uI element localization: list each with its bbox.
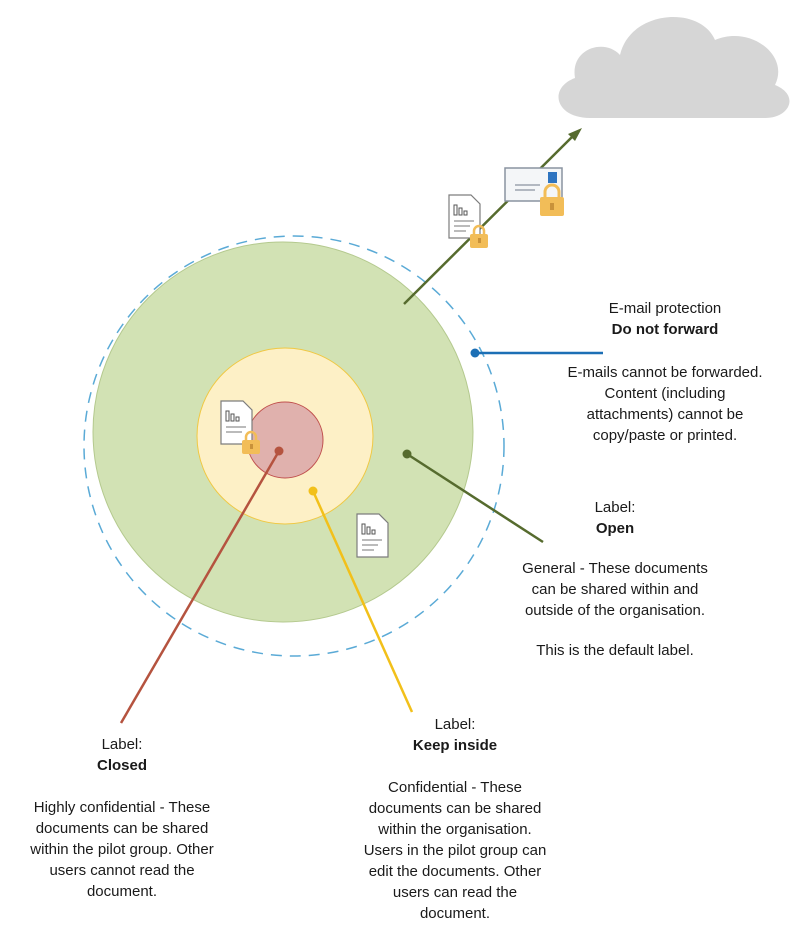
keep-inside-description-line: within the organisation. (378, 821, 532, 838)
keep-inside-description-line: users can read the (392, 884, 518, 901)
protected-document-icon (448, 194, 488, 248)
email-connector (470, 348, 603, 358)
keep-inside-description-line: document. (419, 905, 491, 922)
open-connector (402, 449, 544, 544)
keep-inside-label-prefix: Label: (434, 716, 476, 733)
closed-zone (246, 401, 324, 479)
open-document-icon (356, 513, 389, 558)
lock-icon (470, 224, 488, 248)
cloud-icon (558, 17, 790, 118)
email-protection-boundary (83, 235, 505, 657)
keep-inside-label-name: Keep inside (412, 737, 498, 754)
lock-icon (540, 183, 564, 216)
email-description-line: copy/paste or printed. (592, 427, 738, 444)
open-label-callout: Label: Open General - These documents ca… (495, 497, 735, 661)
email-description-line: E-mails cannot be forwarded. (567, 364, 763, 381)
open-description-line: can be shared within and (531, 581, 699, 598)
closed-description-line: within the pilot group. Other (30, 841, 214, 858)
closed-description-line: Highly confidential - These (33, 799, 211, 816)
keep-inside-label-callout: Label: Keep inside Confidential - These … (335, 714, 575, 924)
email-protection-callout: E-mail protection Do not forward E-mails… (540, 298, 790, 446)
outbound-arrow (403, 128, 582, 305)
open-default-note: This is the default label. (536, 642, 694, 659)
protected-email-icon (504, 167, 564, 216)
closed-label-callout: Label: Closed Highly confidential - Thes… (2, 734, 242, 902)
email-description-line: attachments) cannot be (586, 406, 744, 423)
keep-inside-description-line: edit the documents. Other (368, 863, 542, 880)
closed-label-prefix: Label: (101, 736, 143, 753)
closed-connector (119, 446, 284, 724)
open-description-line: outside of the organisation. (524, 602, 706, 619)
closed-description-line: document. (86, 883, 158, 900)
email-protection-heading: E-mail protection (608, 300, 722, 317)
open-label-name: Open (595, 520, 635, 537)
open-description-line: General - These documents (522, 560, 708, 577)
closed-description-line: users cannot read the (49, 862, 195, 879)
open-label-prefix: Label: (594, 499, 636, 516)
email-description-line: Content (including (604, 385, 726, 402)
keep-inside-description-line: Confidential - These (388, 779, 522, 796)
closed-document-icon (220, 400, 260, 454)
closed-description-line: documents can be shared (35, 820, 209, 837)
keep-inside-connector (308, 486, 414, 713)
closed-label-name: Closed (96, 757, 147, 774)
keep-inside-description-line: Users in the pilot group can (363, 842, 547, 859)
keep-inside-description-line: documents can be shared (368, 800, 542, 817)
email-protection-name: Do not forward (611, 321, 719, 338)
lock-icon (242, 430, 260, 454)
